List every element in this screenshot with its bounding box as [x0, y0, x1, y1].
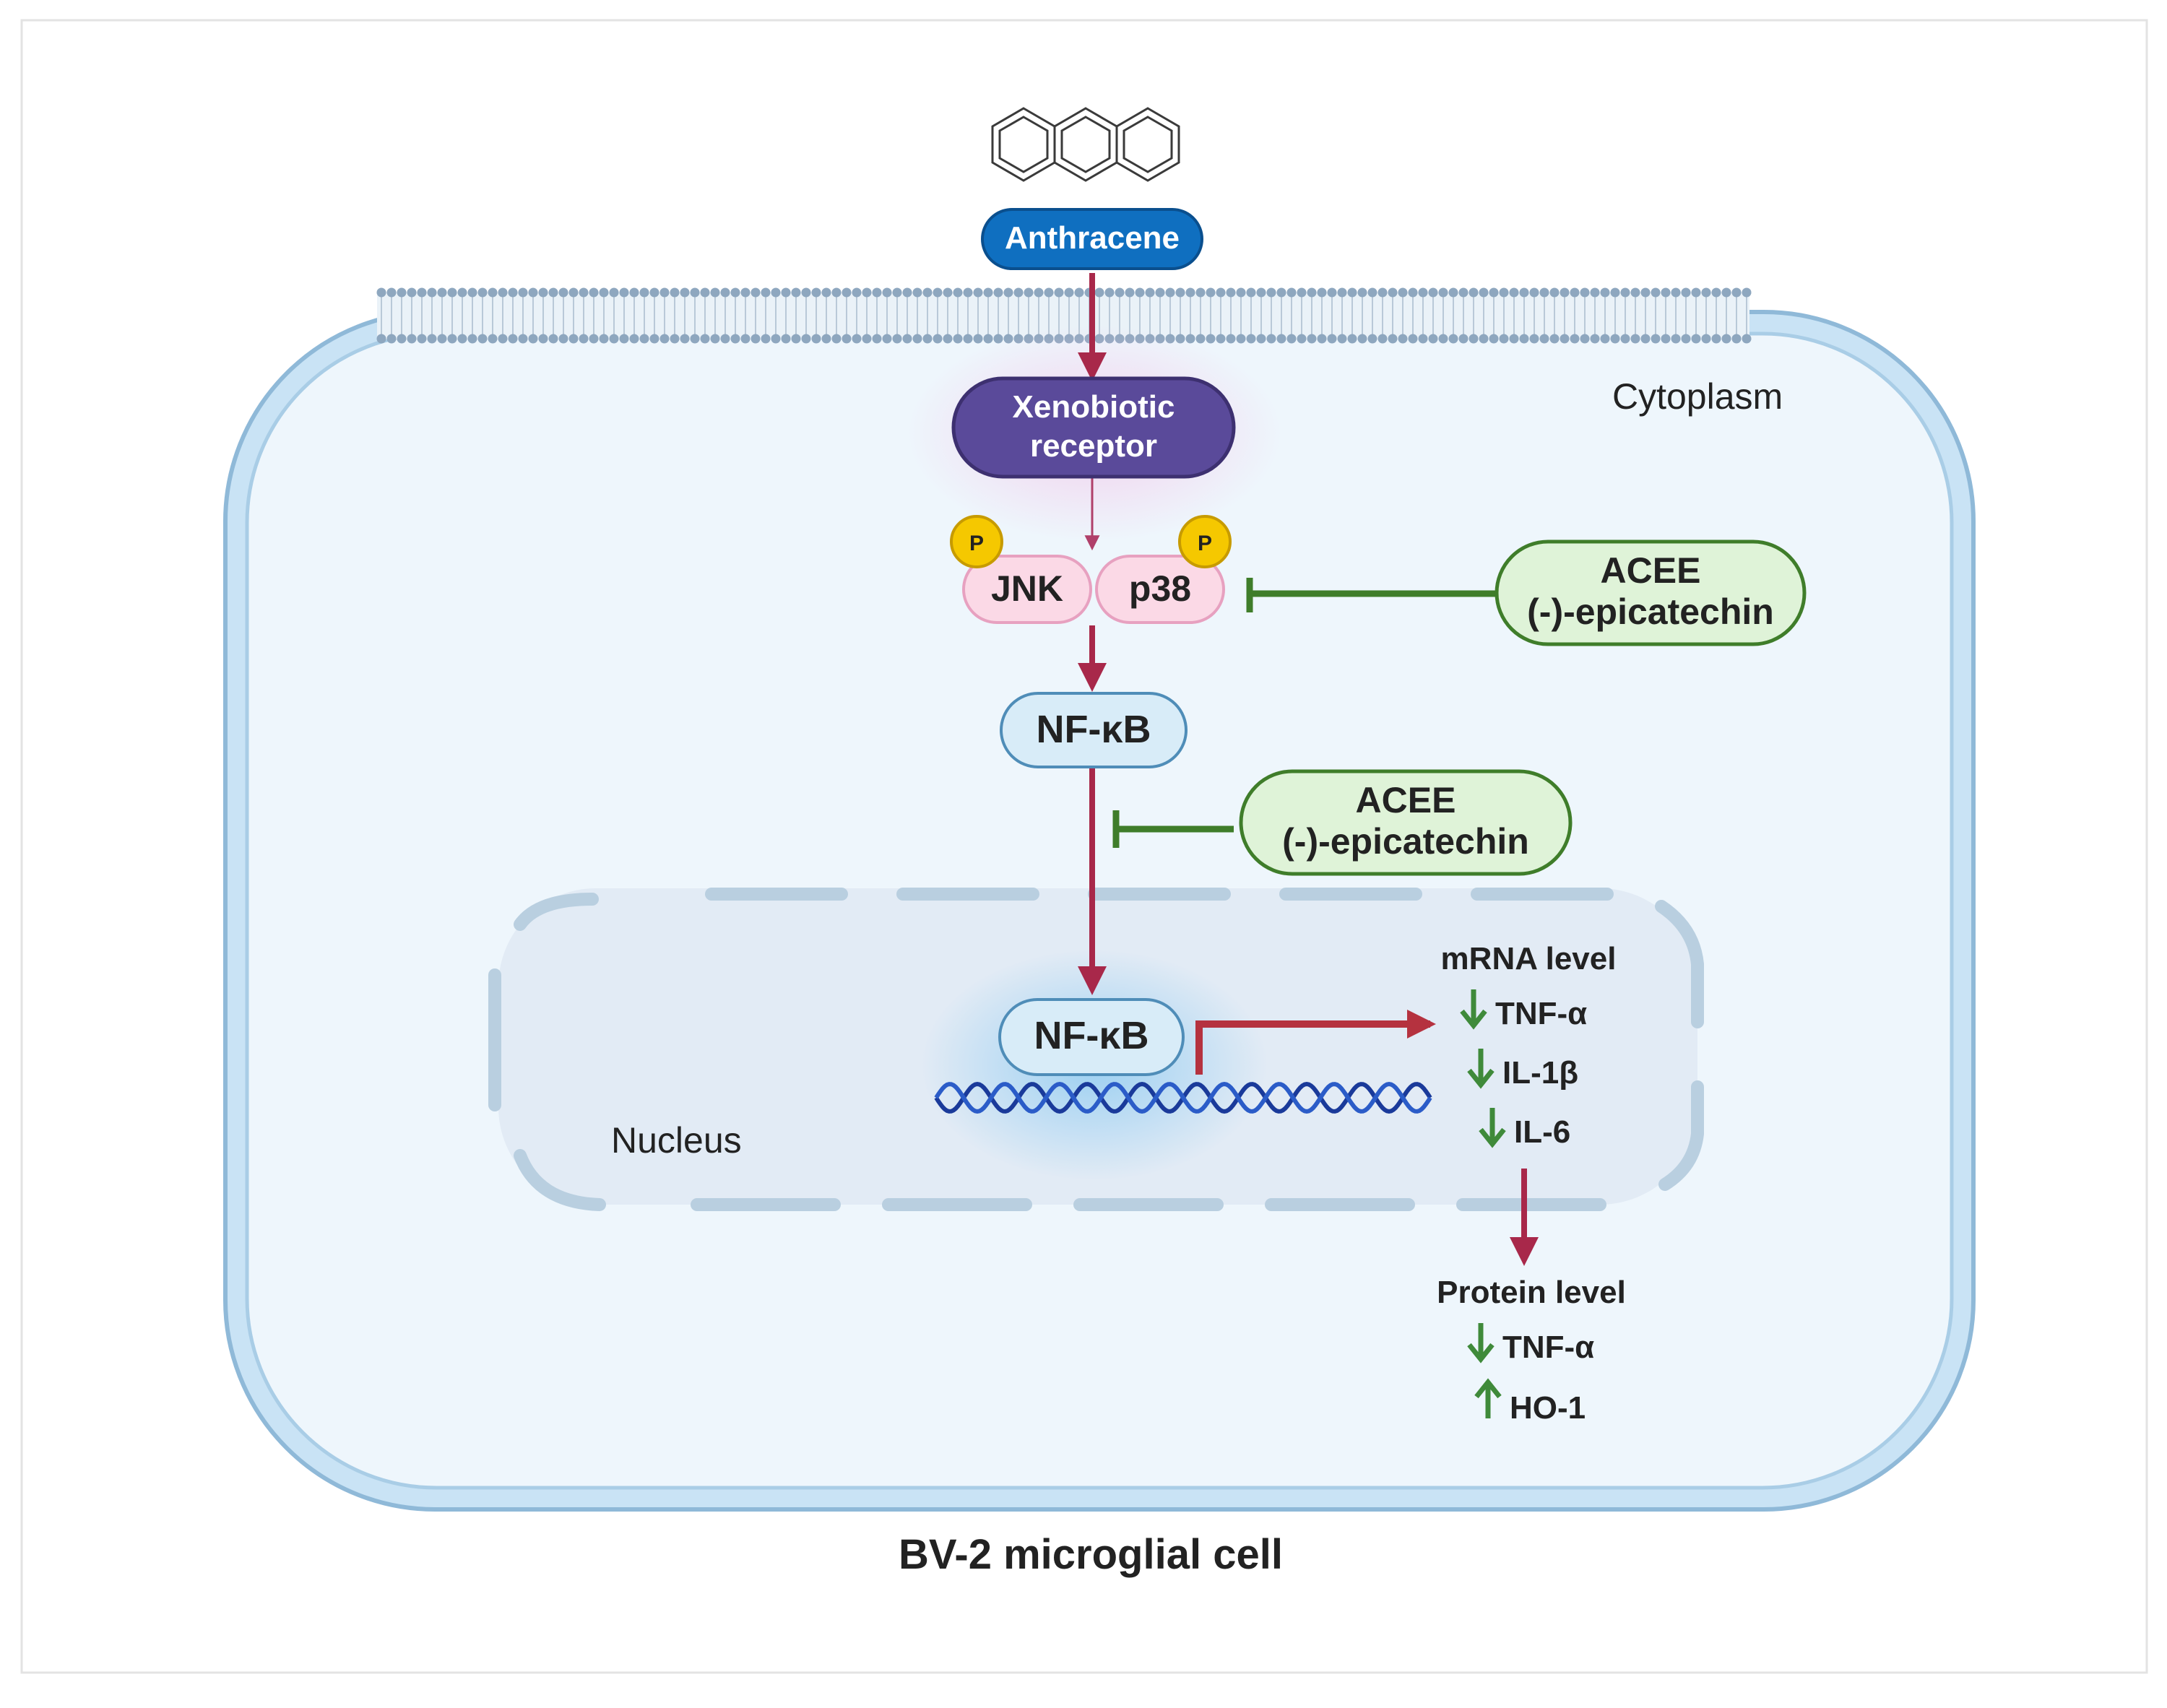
protein-level-list: Protein level TNF-α HO-1 [1437, 1275, 1626, 1426]
phospho-p38: P [1178, 515, 1232, 568]
jnk-label: JNK [991, 568, 1063, 609]
anthracene-node: Anthracene [981, 208, 1203, 270]
p38-label: p38 [1129, 568, 1191, 609]
nuclear-envelope [488, 888, 1704, 1211]
inhibitor-nfkb-line2: (-)-epicatechin [1282, 821, 1529, 862]
cytoplasm-label: Cytoplasm [1612, 376, 1783, 417]
nfkb-nucleus-label: NF-κB [1034, 1014, 1149, 1057]
nfkb-nucleus-node: NF-κB [998, 998, 1185, 1076]
down-arrow-icon [1467, 1323, 1495, 1364]
protein-title: Protein level [1437, 1275, 1626, 1310]
anthracene-structure [991, 107, 1180, 182]
mrna-item: IL-1β [1467, 1049, 1578, 1091]
figure-frame [20, 19, 2148, 1674]
nucleus-label: Nucleus [611, 1120, 742, 1161]
activation-arrows [1078, 273, 1539, 1266]
inhibitor-box-mapk: ACEE (-)-epicatechin [1495, 539, 1807, 646]
dna-helix [934, 1081, 1432, 1114]
mrna-item: TNF-α [1460, 989, 1587, 1031]
down-arrow-icon [1460, 989, 1487, 1030]
phospho-p38-label: P [1198, 532, 1212, 555]
nfkb-cytoplasm-node: NF-κB [1000, 692, 1188, 768]
protein-item: HO-1 [1474, 1378, 1586, 1426]
mrna-level-list: mRNA level TNF-α IL-1β IL-6 [1441, 941, 1617, 1150]
mrna-item: IL-6 [1479, 1108, 1570, 1150]
kinase-jnk-node: JNK [962, 555, 1092, 624]
mrna-item-label: IL-6 [1514, 1114, 1570, 1150]
figure-caption: BV-2 microglial cell [899, 1531, 1283, 1578]
inhibition-lines [1112, 578, 1497, 848]
down-arrow-icon [1467, 1049, 1495, 1089]
phospho-jnk-label: P [969, 532, 984, 555]
arrow-transcription [1195, 1010, 1436, 1075]
phospho-jnk: P [950, 515, 1003, 568]
inhibitor-box-nfkb: ACEE (-)-epicatechin [1239, 769, 1573, 876]
anthracene-label: Anthracene [1005, 220, 1180, 256]
receptor-label-line2: receptor [1030, 428, 1157, 464]
mrna-title: mRNA level [1441, 941, 1617, 976]
mrna-item-label: TNF-α [1495, 996, 1587, 1031]
inhibitor-mapk-line1: ACEE [1601, 550, 1701, 591]
inhibitor-mapk-line2: (-)-epicatechin [1527, 591, 1774, 632]
protein-item-label: HO-1 [1510, 1390, 1586, 1426]
mrna-item-label: IL-1β [1502, 1055, 1578, 1091]
plasma-membrane-bilayer [376, 287, 1752, 344]
nfkb-cytoplasm-label: NF-κB [1036, 708, 1151, 751]
kinase-p38-node: p38 [1095, 555, 1225, 624]
inhibitor-nfkb-line1: ACEE [1356, 780, 1456, 820]
up-arrow-icon [1474, 1378, 1502, 1418]
receptor-label-line1: Xenobiotic [1013, 389, 1175, 425]
protein-item: TNF-α [1467, 1323, 1594, 1365]
xenobiotic-receptor-node: Xenobiotic receptor [951, 376, 1236, 479]
down-arrow-icon [1479, 1108, 1506, 1148]
protein-item-label: TNF-α [1502, 1330, 1594, 1365]
